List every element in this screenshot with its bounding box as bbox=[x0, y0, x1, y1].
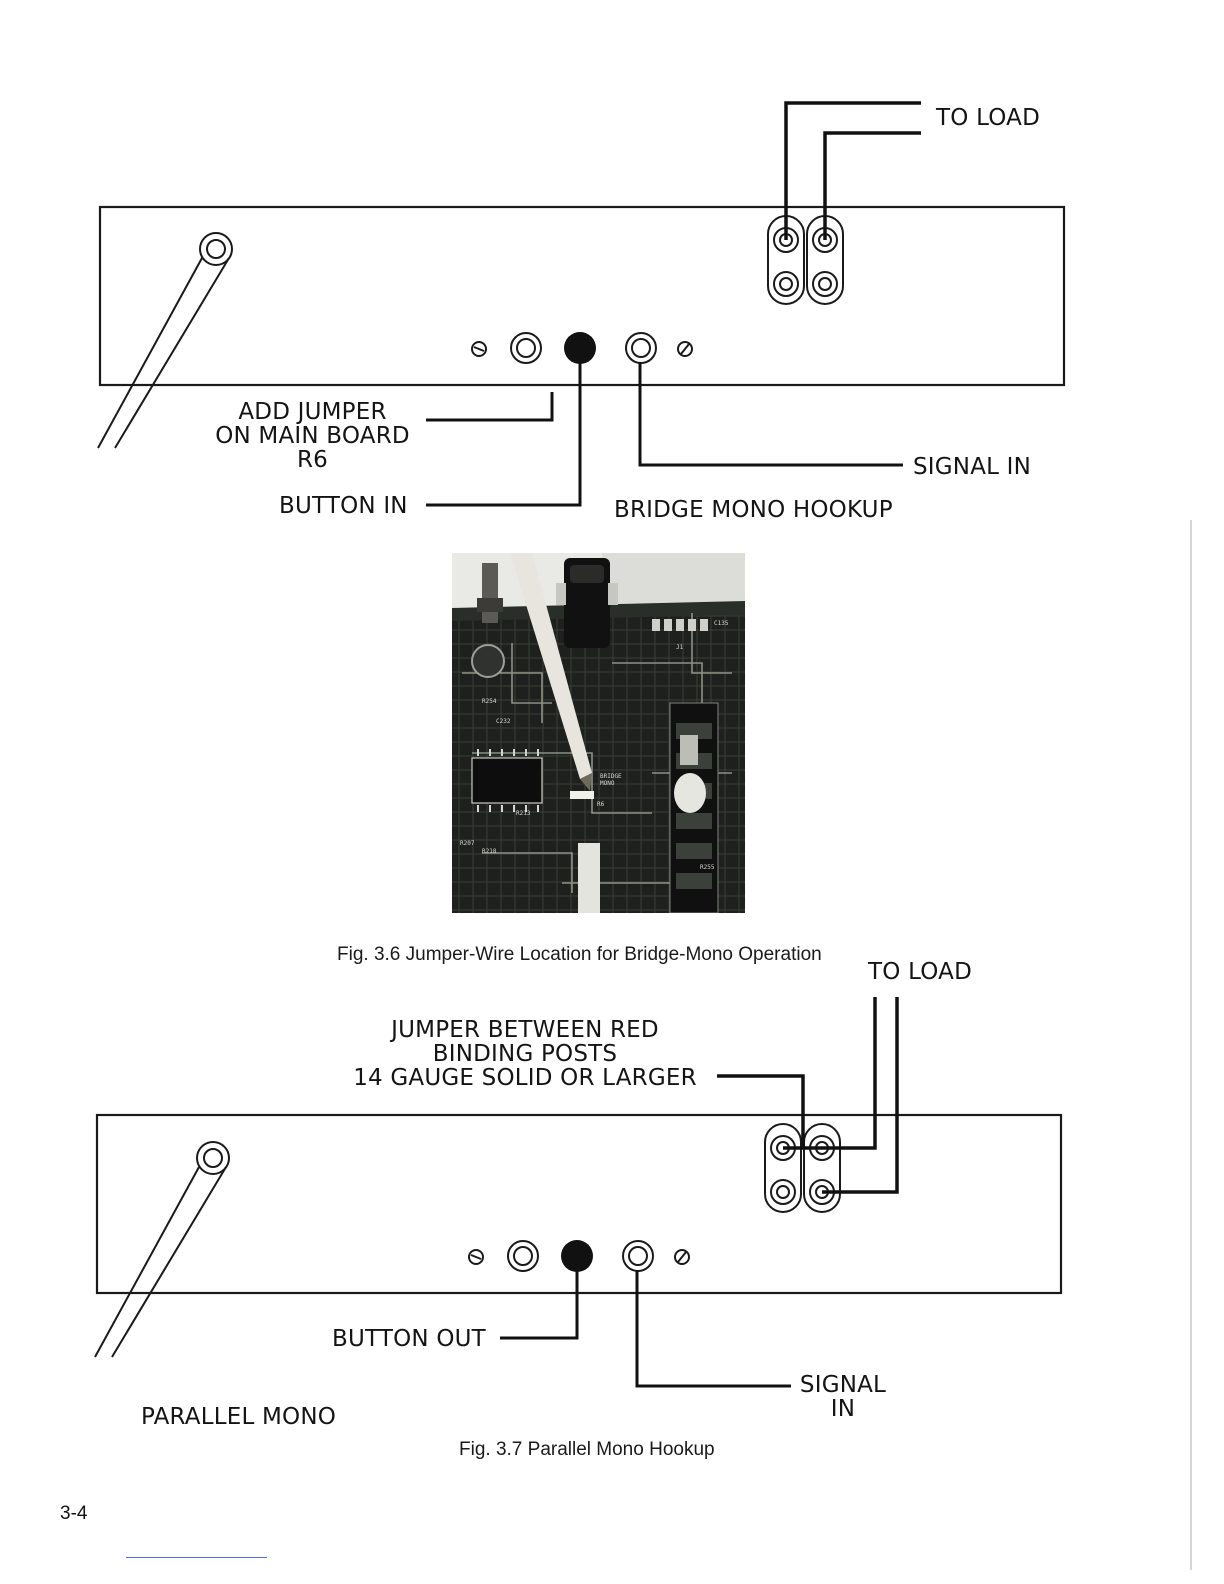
silk-r207: R207 bbox=[460, 840, 475, 847]
bridge-mono-diagram bbox=[97, 101, 1066, 507]
page-number: 3-4 bbox=[60, 1503, 88, 1524]
screw-right-icon-2 bbox=[674, 1249, 690, 1265]
silk-j1: J1 bbox=[676, 644, 684, 651]
main-board-photo: BRIDGE MONO R6 R254 C232 R213 R207 R218 … bbox=[452, 553, 745, 913]
silk-r213: R213 bbox=[516, 810, 531, 817]
bridge-mono-hookup-title: BRIDGE MONO HOOKUP bbox=[614, 497, 893, 523]
fig-3-7-caption: Fig. 3.7 Parallel Mono Hookup bbox=[459, 1439, 715, 1460]
fig-3-6-caption: Fig. 3.6 Jumper-Wire Location for Bridge… bbox=[337, 944, 822, 965]
leader-lines bbox=[426, 362, 903, 507]
silk-mono: MONO bbox=[600, 780, 615, 787]
binding-posts-icon bbox=[767, 215, 844, 305]
main-board-photo-graphic: BRIDGE MONO R6 R254 C232 R213 R207 R218 … bbox=[452, 553, 745, 913]
silk-c232: C232 bbox=[496, 718, 511, 725]
amplifier-rear-panel-2 bbox=[95, 1113, 1063, 1295]
silk-r6: R6 bbox=[597, 801, 605, 808]
input-jack-icon bbox=[510, 332, 542, 364]
binding-posts-icon-2 bbox=[764, 1123, 841, 1213]
page-edge-shadow bbox=[1190, 520, 1192, 1570]
jumper-note-line-1: JUMPER BETWEEN RED bbox=[391, 1017, 659, 1043]
add-jumper-line-2: ON MAIN BOARD bbox=[215, 423, 410, 449]
leader-lines-2 bbox=[500, 1270, 791, 1388]
silk-r218: R218 bbox=[482, 848, 497, 855]
jumper-and-load-wires bbox=[717, 997, 899, 1194]
signal-in-line-1: SIGNAL bbox=[799, 1372, 887, 1398]
jumper-note-line-3: 14 GAUGE SOLID OR LARGER bbox=[353, 1065, 697, 1091]
signal-jack-icon-2 bbox=[622, 1240, 654, 1272]
silk-r254: R254 bbox=[482, 698, 497, 705]
jumper-note-line-2: BINDING POSTS bbox=[432, 1041, 618, 1067]
footer-rule bbox=[126, 1557, 267, 1558]
power-cord-icon bbox=[97, 232, 233, 449]
add-jumper-line-1: ADD JUMPER bbox=[238, 399, 387, 425]
screw-right-icon bbox=[677, 341, 693, 357]
silk-c135: C135 bbox=[714, 620, 729, 627]
silk-bridge: BRIDGE bbox=[600, 773, 622, 780]
add-jumper-label: ADD JUMPER ON MAIN BOARD R6 bbox=[205, 400, 420, 472]
parallel-mono-title: PARALLEL MONO bbox=[141, 1404, 337, 1430]
add-jumper-line-3: R6 bbox=[296, 447, 328, 473]
signal-in-label-top: SIGNAL IN bbox=[913, 454, 1032, 480]
button-in-label: BUTTON IN bbox=[279, 493, 408, 519]
signal-in-label-bottom: SIGNAL IN bbox=[796, 1373, 890, 1421]
silk-r255: R255 bbox=[700, 864, 715, 871]
power-cord-icon-2 bbox=[94, 1141, 230, 1358]
to-load-label-top: TO LOAD bbox=[936, 105, 1041, 131]
input-jack-icon-2 bbox=[507, 1240, 539, 1272]
screw-left-icon-2 bbox=[468, 1249, 484, 1265]
screw-left-icon bbox=[471, 341, 487, 357]
jumper-between-posts-label: JUMPER BETWEEN RED BINDING POSTS 14 GAUG… bbox=[340, 1018, 710, 1090]
to-load-label-bottom: TO LOAD bbox=[868, 959, 973, 985]
load-wires bbox=[784, 101, 921, 240]
mode-button-icon bbox=[564, 332, 596, 364]
signal-in-line-2: IN bbox=[830, 1396, 856, 1422]
button-out-label: BUTTON OUT bbox=[332, 1326, 486, 1352]
mode-button-icon-2 bbox=[561, 1240, 593, 1272]
